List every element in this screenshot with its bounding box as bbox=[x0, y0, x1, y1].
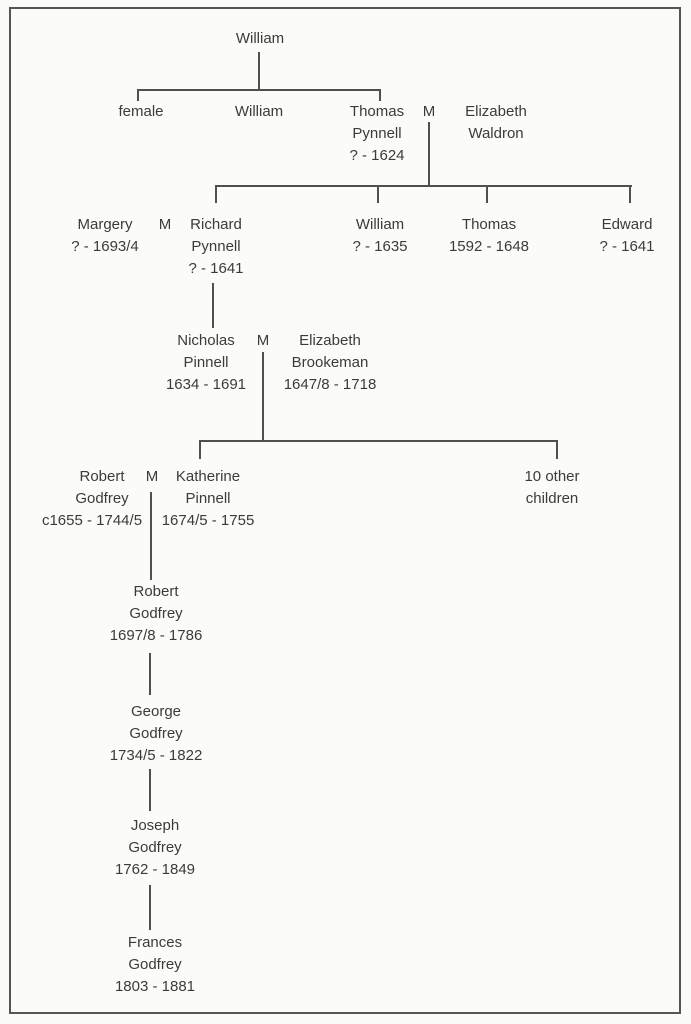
person-name: William bbox=[234, 103, 284, 120]
person-name: Waldron bbox=[468, 125, 524, 142]
tick-gen3-edward bbox=[629, 185, 631, 203]
person-robert-godfrey-sr: Robert Godfrey c1655 - 1744/5 bbox=[42, 466, 157, 532]
person-dates: ? - 1624 bbox=[349, 147, 405, 164]
person-nicholas-pinnell: Nicholas Pinnell 1634 - 1691 bbox=[151, 330, 261, 396]
tick-gen3-william bbox=[377, 185, 379, 203]
connector-joseph-down bbox=[149, 885, 151, 930]
person-katherine-pinnell: Katherine Pinnell 1674/5 - 1755 bbox=[153, 466, 263, 532]
person-name: Thomas bbox=[349, 103, 405, 120]
person-dates: ? - 1635 bbox=[352, 238, 408, 255]
person-dates: ? - 1641 bbox=[188, 260, 244, 277]
siblings-bar-gen3 bbox=[215, 185, 632, 187]
person-robert-godfrey-jr: Robert Godfrey 1697/8 - 1786 bbox=[96, 581, 216, 647]
person-name: Godfrey bbox=[129, 725, 183, 742]
person-name: William bbox=[235, 30, 285, 47]
person-name: Robert bbox=[133, 583, 179, 600]
person-other-children: 10 other children bbox=[507, 466, 597, 510]
person-name: Nicholas bbox=[177, 332, 235, 349]
tick-gen3-thomas bbox=[486, 185, 488, 203]
person-name: Elizabeth bbox=[465, 103, 527, 120]
person-dates: 1647/8 - 1718 bbox=[283, 376, 377, 393]
marriage-symbol-nicholas-elizabeth: M bbox=[256, 332, 270, 349]
person-dates: 1697/8 - 1786 bbox=[109, 627, 203, 644]
tick-gen5-katherine bbox=[199, 440, 201, 459]
siblings-bar-gen2 bbox=[137, 89, 381, 91]
person-name: Robert bbox=[79, 468, 125, 485]
person-name: Godfrey bbox=[128, 956, 182, 973]
person-elizabeth-brookeman: Elizabeth Brookeman 1647/8 - 1718 bbox=[270, 330, 390, 396]
person-name: Katherine bbox=[175, 468, 241, 485]
connector-nicholas-elizabeth-down bbox=[262, 352, 264, 442]
connector-thomas-elizabeth-down bbox=[428, 122, 430, 187]
tick-gen5-other-children bbox=[556, 440, 558, 459]
person-name: Pinnell bbox=[183, 354, 229, 371]
person-william-jr: William bbox=[209, 101, 309, 123]
person-female-child: female bbox=[96, 101, 186, 123]
marriage-symbol-robert-katherine: M bbox=[145, 468, 159, 485]
marriage-symbol-thomas-elizabeth: M bbox=[422, 103, 436, 120]
person-name: Elizabeth bbox=[299, 332, 361, 349]
person-name: Godfrey bbox=[128, 839, 182, 856]
person-name: Brookeman bbox=[291, 354, 369, 371]
person-name: Godfrey bbox=[75, 490, 129, 507]
person-dates: 1734/5 - 1822 bbox=[109, 747, 203, 764]
page-border-frame bbox=[9, 7, 681, 1014]
person-thomas-2: Thomas 1592 - 1648 bbox=[429, 214, 549, 258]
person-name: Pynnell bbox=[352, 125, 402, 142]
person-dates: 1803 - 1881 bbox=[114, 978, 196, 995]
connector-richard-down bbox=[212, 283, 214, 328]
tick-gen2-female bbox=[137, 89, 139, 101]
person-dates: ? - 1693/4 bbox=[71, 238, 139, 255]
person-margery: Margery ? - 1693/4 bbox=[50, 214, 160, 258]
person-name: Joseph bbox=[130, 817, 180, 834]
person-name: Margery bbox=[77, 216, 133, 233]
person-george-godfrey: George Godfrey 1734/5 - 1822 bbox=[96, 701, 216, 767]
connector-george-down bbox=[149, 769, 151, 811]
person-thomas-pynnell: Thomas Pynnell ? - 1624 bbox=[327, 101, 427, 167]
person-joseph-godfrey: Joseph Godfrey 1762 - 1849 bbox=[95, 815, 215, 881]
person-name: female bbox=[118, 103, 164, 120]
person-name: Richard bbox=[190, 216, 242, 233]
person-elizabeth-waldron: Elizabeth Waldron bbox=[441, 101, 551, 145]
person-name: Thomas bbox=[461, 216, 517, 233]
person-richard-pynnell: Richard Pynnell ? - 1641 bbox=[166, 214, 266, 280]
connector-william-sr-down bbox=[258, 52, 260, 90]
person-name: William bbox=[355, 216, 405, 233]
person-name: Edward bbox=[601, 216, 653, 233]
person-dates: 1762 - 1849 bbox=[114, 861, 196, 878]
person-dates: 1674/5 - 1755 bbox=[161, 512, 255, 529]
person-edward: Edward ? - 1641 bbox=[577, 214, 677, 258]
person-william-3: William ? - 1635 bbox=[330, 214, 430, 258]
person-dates: c1655 - 1744/5 bbox=[41, 512, 143, 529]
person-name: Pynnell bbox=[191, 238, 241, 255]
person-name: children bbox=[525, 490, 579, 507]
person-william-sr: William bbox=[210, 28, 310, 50]
marriage-symbol-margery-richard: M bbox=[158, 216, 172, 233]
person-name: 10 other bbox=[524, 468, 580, 485]
person-frances-godfrey: Frances Godfrey 1803 - 1881 bbox=[95, 932, 215, 998]
connector-robert-katherine-down bbox=[150, 492, 152, 580]
person-name: Pinnell bbox=[185, 490, 231, 507]
connector-robert-jr-down bbox=[149, 653, 151, 695]
person-dates: 1634 - 1691 bbox=[165, 376, 247, 393]
tick-gen3-richard bbox=[215, 185, 217, 203]
person-name: Godfrey bbox=[129, 605, 183, 622]
person-dates: ? - 1641 bbox=[599, 238, 655, 255]
siblings-bar-gen5 bbox=[199, 440, 558, 442]
person-dates: 1592 - 1648 bbox=[448, 238, 530, 255]
person-name: Frances bbox=[127, 934, 183, 951]
person-name: George bbox=[130, 703, 182, 720]
tick-gen2-thomas bbox=[379, 89, 381, 101]
